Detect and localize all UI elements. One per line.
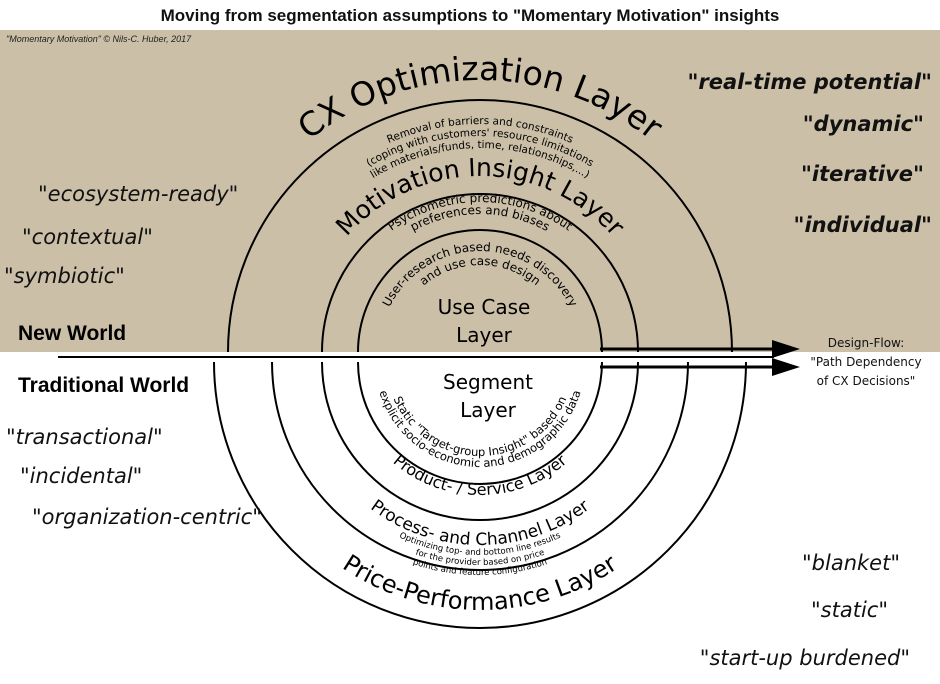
lower-rings (213, 361, 747, 629)
attribute-incidental: "incidental" (20, 464, 142, 488)
process-channel-layer-title-path: Process- and Channel Layer (367, 496, 593, 550)
attribute-start-up-burdened: "start-up burdened" (700, 646, 910, 670)
attribute-blanket: "blanket" (802, 551, 900, 575)
use-case-layer-title-line1: Use Case (438, 295, 531, 319)
diagram-title: Moving from segmentation assumptions to … (161, 6, 780, 25)
design-flow-line3: of CX Decisions" (817, 374, 916, 388)
ring-segment (357, 361, 603, 485)
arrow-head-bottom (772, 358, 800, 376)
process-channel-layer-title: Process- and Channel Layer (367, 496, 593, 550)
copyright-note: "Momentary Motivation" © Nils-C. Huber, … (6, 34, 192, 44)
attribute-static: "static" (811, 598, 888, 622)
attribute-individual: "individual" (794, 213, 933, 237)
attribute-organization-centric: "organization-centric" (32, 505, 262, 529)
attribute-dynamic: "dynamic" (803, 112, 924, 136)
traditional-world-label: Traditional World (18, 374, 189, 397)
design-flow-arrow (58, 340, 800, 376)
attribute-symbiotic: "symbiotic" (4, 264, 125, 288)
use-case-layer-title-line2: Layer (456, 323, 513, 347)
ring-cx-optimization (227, 99, 733, 353)
attribute-iterative: "iterative" (801, 162, 924, 186)
ring-motivation-insight (321, 193, 639, 353)
attribute-contextual: "contextual" (22, 225, 153, 249)
segment-layer-title-line1: Segment (443, 370, 533, 394)
ring-product-service (321, 361, 639, 521)
arrow-head-top (772, 340, 800, 358)
ring-process-channel (271, 361, 689, 571)
attribute-ecosystem-ready: "ecosystem-ready" (38, 182, 238, 206)
attribute-transactional: "transactional" (6, 425, 163, 449)
design-flow-line2: "Path Dependency (810, 355, 921, 369)
design-flow-heading: Design-Flow: (828, 336, 905, 350)
upper-rings (227, 99, 733, 353)
ring-use-case (357, 229, 603, 353)
new-world-label: New World (18, 322, 126, 345)
new-world-background (0, 30, 940, 352)
ring-price-performance (213, 361, 747, 629)
attribute-real-time-potential: "real-time potential" (687, 70, 932, 94)
segment-layer-title-line2: Layer (460, 398, 517, 422)
